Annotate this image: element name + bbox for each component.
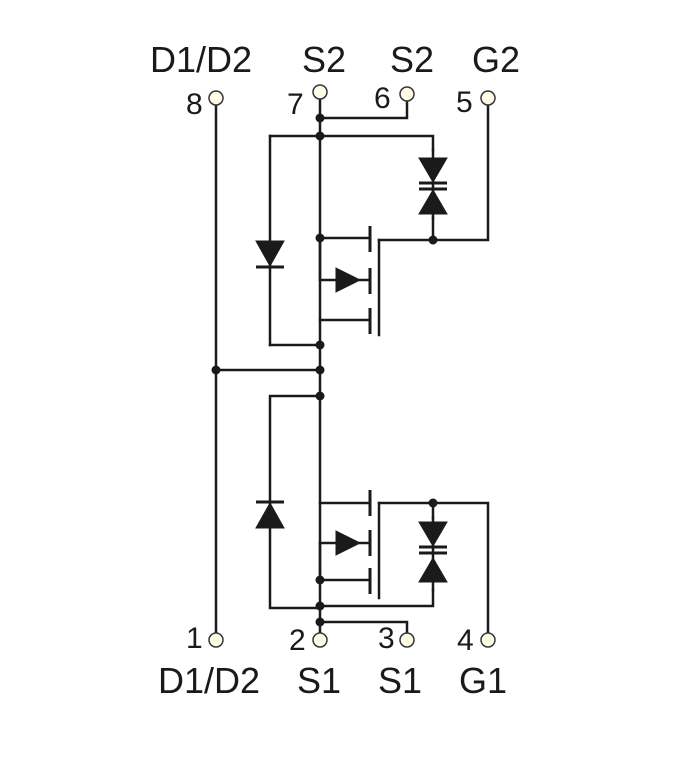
- pin3-name: S1: [378, 660, 422, 701]
- pin7-terminal: [312, 84, 328, 100]
- lower-mosfet: [335, 490, 372, 594]
- pin4-terminal: [480, 632, 496, 648]
- pin8-terminal: [208, 90, 224, 106]
- pin2-terminal: [312, 632, 328, 648]
- pin7-number: 7: [287, 88, 304, 121]
- lower-tvs-diode-icon: [418, 516, 448, 592]
- upper-body-arrow-icon: [335, 267, 362, 293]
- pin-terminals: [208, 84, 496, 648]
- pin2-number: 2: [289, 624, 306, 657]
- upper-mosfet: [335, 226, 372, 334]
- pin8-name: D1/D2: [150, 39, 252, 80]
- pin3-number: 3: [378, 622, 395, 655]
- pin5-terminal: [480, 90, 496, 106]
- pin5-number: 5: [456, 86, 473, 119]
- junction-dots: [211, 113, 438, 627]
- pin7-name: S2: [302, 39, 346, 80]
- wires: [214, 94, 490, 634]
- pin6-name: S2: [390, 39, 434, 80]
- lower-body-arrow-icon: [335, 530, 362, 556]
- pin6-terminal: [399, 86, 415, 102]
- pin4-name: G1: [459, 660, 507, 701]
- pin8-number: 8: [186, 88, 203, 121]
- pin2-name: S1: [297, 660, 341, 701]
- upper-tvs-diode-icon: [418, 148, 448, 220]
- pin5-name: G2: [472, 39, 520, 80]
- upper-body-diode-icon: [255, 240, 285, 269]
- pin6-number: 6: [374, 82, 391, 115]
- pin1-name: D1/D2: [158, 660, 260, 701]
- pin3-terminal: [399, 632, 415, 648]
- lower-body-diode-icon: [255, 500, 285, 529]
- pin1-number: 1: [186, 622, 203, 655]
- pin4-number: 4: [457, 624, 474, 657]
- pin1-terminal: [208, 632, 224, 648]
